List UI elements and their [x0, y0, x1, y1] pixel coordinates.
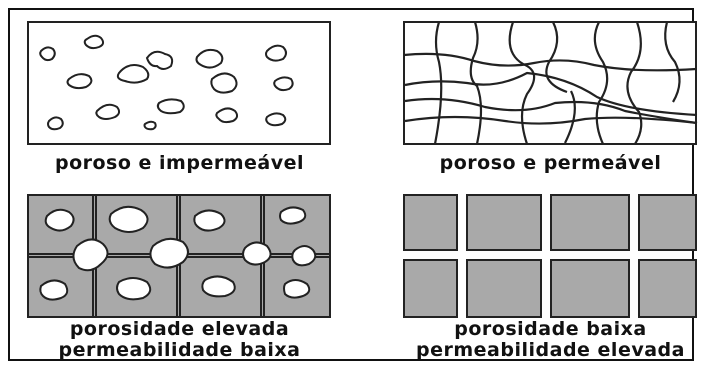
pore — [46, 210, 74, 231]
caption-low-permeability: permeabilidade baixa — [27, 339, 332, 362]
panel-low-porosity-high-permeability — [403, 194, 698, 319]
caption-porous-impermeable: poroso e impermeável — [27, 152, 332, 175]
caption-high-porosity: porosidade elevada — [27, 318, 332, 341]
pore — [243, 242, 271, 264]
panel-high-porosity-low-permeability — [27, 194, 332, 319]
figure-frame: poroso e impermeável poroso e permeável — [8, 8, 694, 361]
grain-block — [404, 260, 457, 317]
grain-block — [551, 195, 629, 250]
pore — [292, 246, 315, 265]
pore — [280, 207, 305, 223]
grain-block — [639, 195, 696, 250]
pore — [194, 210, 224, 230]
grain-block — [467, 260, 541, 317]
grain-block — [639, 260, 696, 317]
caption-high-permeability: permeabilidade elevada — [403, 339, 698, 362]
caption-low-porosity: porosidade baixa — [403, 318, 698, 341]
pore — [150, 239, 188, 268]
grain-block — [467, 195, 541, 250]
pore — [202, 276, 234, 296]
pore — [284, 280, 309, 298]
pore — [117, 278, 150, 299]
pore — [40, 280, 67, 299]
panel-porous-impermeable — [27, 21, 332, 146]
caption-porous-permeable: poroso e permeável — [403, 152, 698, 175]
panel-porous-permeable — [403, 21, 698, 146]
grain-block — [551, 260, 629, 317]
grain-block — [404, 195, 457, 250]
pore — [110, 207, 148, 232]
